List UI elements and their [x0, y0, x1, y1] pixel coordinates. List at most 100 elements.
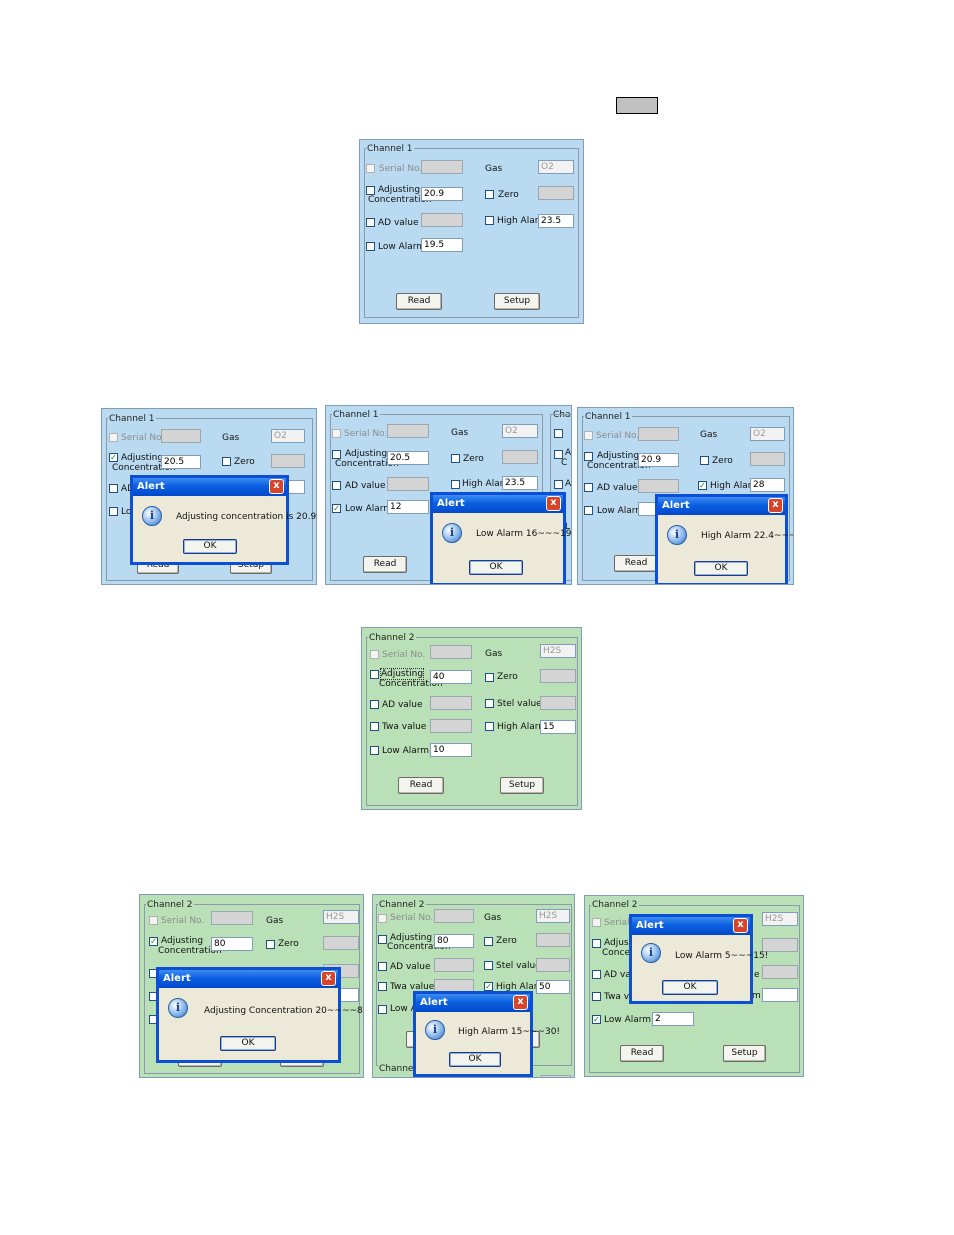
- next-checkbox[interactable]: [554, 450, 563, 459]
- high-alarm-checkbox[interactable]: [451, 480, 460, 489]
- adjusting-checkbox[interactable]: ✓: [109, 453, 118, 462]
- zero-checkbox[interactable]: [485, 673, 494, 682]
- info-icon: i: [142, 506, 162, 526]
- twa-value-label: Twa value: [390, 982, 435, 992]
- close-icon[interactable]: x: [269, 479, 284, 494]
- serial-checkbox: [149, 916, 158, 925]
- adjusting-label: Adjusting: [597, 451, 640, 461]
- adjusting-field[interactable]: 80: [211, 937, 253, 951]
- low-alarm-checkbox[interactable]: [378, 1005, 387, 1014]
- adjusting-checkbox[interactable]: [584, 452, 593, 461]
- high-alarm-checkbox[interactable]: ✓: [698, 481, 707, 490]
- low-alarm-checkbox[interactable]: ✓: [332, 504, 341, 513]
- close-icon[interactable]: x: [733, 918, 748, 933]
- close-icon[interactable]: x: [321, 971, 336, 986]
- serial-label: Serial No.: [596, 431, 640, 441]
- high-alarm-field[interactable]: 50: [536, 980, 570, 994]
- ad-value-checkbox[interactable]: [332, 481, 341, 490]
- close-icon[interactable]: x: [768, 498, 783, 513]
- ad-value-checkbox[interactable]: [109, 484, 118, 493]
- read-button[interactable]: Read: [614, 555, 658, 572]
- stel-value-field: [762, 965, 798, 979]
- twa-value-checkbox[interactable]: [592, 992, 601, 1001]
- adjusting-label: Adjusting: [379, 668, 425, 680]
- low-alarm-checkbox[interactable]: [584, 506, 593, 515]
- next-checkbox[interactable]: [554, 429, 563, 438]
- adjusting-field[interactable]: 40: [430, 670, 472, 684]
- stel-value-checkbox[interactable]: [485, 699, 494, 708]
- ok-button[interactable]: OK: [449, 1052, 501, 1067]
- high-alarm-field[interactable]: 23.5: [538, 214, 574, 228]
- zero-checkbox[interactable]: [700, 456, 709, 465]
- low-alarm-label: Lo: [121, 507, 132, 517]
- channel4-field: [541, 1075, 571, 1077]
- ad-value-checkbox[interactable]: [584, 483, 593, 492]
- setup-button[interactable]: Setup: [723, 1045, 766, 1062]
- zero-checkbox[interactable]: [485, 190, 494, 199]
- ok-button[interactable]: OK: [662, 980, 718, 995]
- low-alarm-field[interactable]: 19.5: [421, 238, 463, 252]
- zero-checkbox[interactable]: [484, 937, 493, 946]
- high-alarm-field[interactable]: 23.5: [502, 476, 538, 490]
- high-alarm-field[interactable]: 28: [750, 478, 785, 492]
- serial-label: Serial No.: [121, 433, 165, 443]
- ad-value-checkbox[interactable]: [366, 218, 375, 227]
- low-alarm-field[interactable]: 12: [387, 500, 429, 514]
- adjusting-field[interactable]: 80: [434, 934, 474, 948]
- ad-value-label: AD value: [390, 962, 431, 972]
- adjusting-checkbox[interactable]: ✓: [149, 937, 158, 946]
- ok-button[interactable]: OK: [694, 561, 748, 576]
- next-checkbox[interactable]: [554, 480, 563, 489]
- serial-field: [421, 160, 463, 174]
- adjusting-field[interactable]: 20.5: [161, 455, 201, 469]
- ad-value-checkbox[interactable]: [378, 962, 387, 971]
- ad-value-label: AD val: [604, 970, 634, 980]
- ok-button[interactable]: OK: [220, 1036, 276, 1051]
- zero-checkbox[interactable]: [222, 457, 231, 466]
- setup-button[interactable]: Setup: [494, 293, 540, 310]
- ok-button[interactable]: OK: [183, 539, 237, 554]
- high-alarm-checkbox[interactable]: [485, 216, 494, 225]
- stel-value-checkbox[interactable]: [484, 961, 493, 970]
- read-button[interactable]: Read: [396, 293, 442, 310]
- adjusting-checkbox[interactable]: [332, 450, 341, 459]
- twa-value-label: Twa value: [382, 722, 427, 732]
- alert-message: High Alarm 22.4~~~24!: [701, 531, 793, 541]
- adjusting-checkbox[interactable]: [370, 670, 379, 679]
- adjusting-checkbox[interactable]: [592, 939, 601, 948]
- zero-field: [538, 186, 574, 200]
- read-button[interactable]: Read: [398, 777, 444, 794]
- high-alarm-field[interactable]: 15: [540, 720, 576, 734]
- zero-checkbox[interactable]: [451, 454, 460, 463]
- grey-button[interactable]: [616, 97, 658, 114]
- ad-value-checkbox[interactable]: [370, 700, 379, 709]
- zero-checkbox[interactable]: [266, 940, 275, 949]
- adjusting-field[interactable]: 20.9: [421, 187, 463, 201]
- adjusting-field[interactable]: 20.5: [387, 451, 429, 465]
- stel-value-label: Stel value: [497, 699, 542, 709]
- row2-panel3: Channel 2 Serial H2S Adjusti Concen AD v…: [584, 895, 804, 1077]
- read-button[interactable]: Read: [620, 1045, 664, 1062]
- ad-value-checkbox[interactable]: [592, 970, 601, 979]
- gas-label: Gas: [485, 649, 503, 659]
- twa-value-checkbox[interactable]: [370, 722, 379, 731]
- low-alarm-checkbox[interactable]: [366, 242, 375, 251]
- read-button[interactable]: Read: [363, 556, 407, 573]
- low-alarm-field[interactable]: 2: [652, 1012, 694, 1026]
- adjusting-field[interactable]: 20.9: [638, 453, 679, 467]
- adjusting-checkbox[interactable]: [366, 186, 375, 195]
- high-alarm-field[interactable]: [762, 988, 798, 1002]
- ok-button[interactable]: OK: [469, 560, 523, 575]
- high-alarm-checkbox[interactable]: ✓: [484, 982, 493, 991]
- adjusting-checkbox[interactable]: [378, 935, 387, 944]
- close-icon[interactable]: x: [513, 995, 528, 1010]
- alert-message: High Alarm 15~~~30!: [458, 1027, 561, 1037]
- low-alarm-checkbox[interactable]: [109, 507, 118, 516]
- twa-value-checkbox[interactable]: [378, 982, 387, 991]
- setup-button[interactable]: Setup: [500, 777, 544, 794]
- low-alarm-field[interactable]: 10: [430, 743, 472, 757]
- low-alarm-checkbox[interactable]: ✓: [592, 1015, 601, 1024]
- low-alarm-checkbox[interactable]: [370, 746, 379, 755]
- close-icon[interactable]: x: [546, 496, 561, 511]
- high-alarm-checkbox[interactable]: [485, 722, 494, 731]
